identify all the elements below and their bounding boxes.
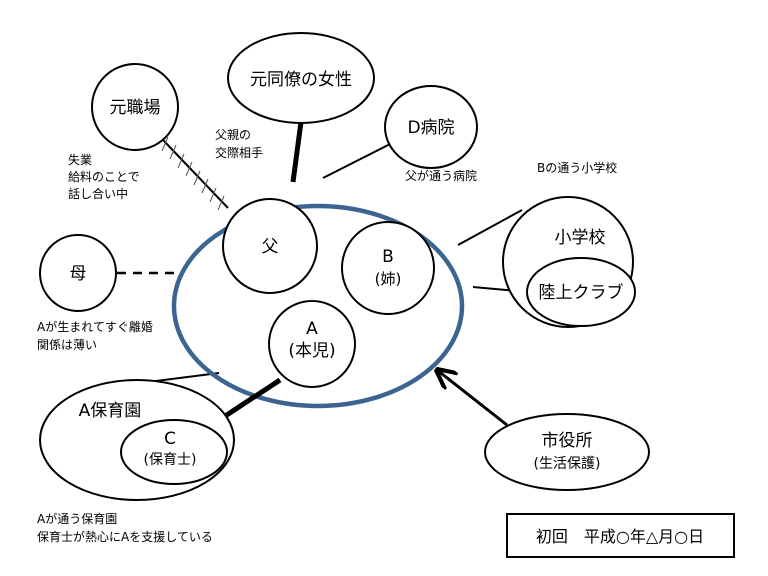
note-workplace-3: 話し合い中 — [68, 186, 128, 201]
node-mother — [39, 234, 117, 312]
father-label: 父 — [262, 237, 279, 257]
teacher-label: C — [164, 429, 176, 449]
track-club-label: 陸上クラブ — [539, 282, 624, 303]
stressful-line-workplace — [162, 139, 229, 209]
note-colleague-1: 父親の — [215, 128, 251, 142]
line-school-1 — [457, 209, 523, 246]
node-former-colleague — [227, 32, 375, 124]
node-sister — [341, 221, 435, 315]
child-label: A — [306, 319, 318, 339]
note-workplace-1: 失業 — [68, 152, 92, 167]
mother-label: 母 — [70, 264, 87, 284]
stress-hatch-marks — [161, 136, 225, 211]
node-track-club — [526, 257, 636, 327]
note-workplace-2: 給料のことで — [68, 170, 140, 184]
node-former-workplace — [91, 63, 179, 151]
line-hospital — [322, 142, 393, 179]
sister-label: B — [382, 247, 394, 267]
node-city-office — [484, 413, 650, 491]
line-nursery — [147, 372, 220, 383]
node-teacher — [120, 419, 228, 485]
arrow-city-office — [437, 370, 508, 427]
city-office-label: 市役所 — [542, 431, 593, 451]
city-office-role: (生活保護) — [534, 456, 601, 472]
note-school: Bの通う小学校 — [537, 160, 617, 175]
node-hospital — [384, 85, 478, 169]
date-label: 初回 平成○年△月○日 — [536, 527, 704, 546]
note-colleague-2: 交際相手 — [215, 145, 263, 160]
connections — [117, 121, 529, 427]
node-father — [222, 198, 318, 294]
note-hospital: 父が通う病院 — [405, 168, 477, 183]
sister-role: (姉) — [375, 270, 402, 288]
nursery-label: A保育園 — [79, 401, 142, 421]
note-nursery-1: Aが通う保育園 — [37, 511, 117, 526]
former-workplace-label: 元職場 — [110, 98, 161, 118]
note-mother-2: 関係は薄い — [37, 337, 97, 352]
strong-line-colleague — [290, 121, 304, 183]
teacher-role: (保育士) — [144, 452, 197, 468]
family-boundary — [171, 203, 465, 409]
note-nursery-2: 保育士が熱心にAを支援している — [37, 529, 213, 544]
note-mother-1: Aが生まれてすぐ離婚 — [37, 319, 153, 334]
school-label: 小学校 — [555, 228, 606, 248]
date-box — [506, 513, 735, 558]
former-colleague-label: 元同僚の女性 — [250, 70, 352, 90]
child-role: (本児) — [288, 341, 335, 361]
hospital-label: D病院 — [407, 118, 454, 138]
node-child — [268, 300, 356, 388]
